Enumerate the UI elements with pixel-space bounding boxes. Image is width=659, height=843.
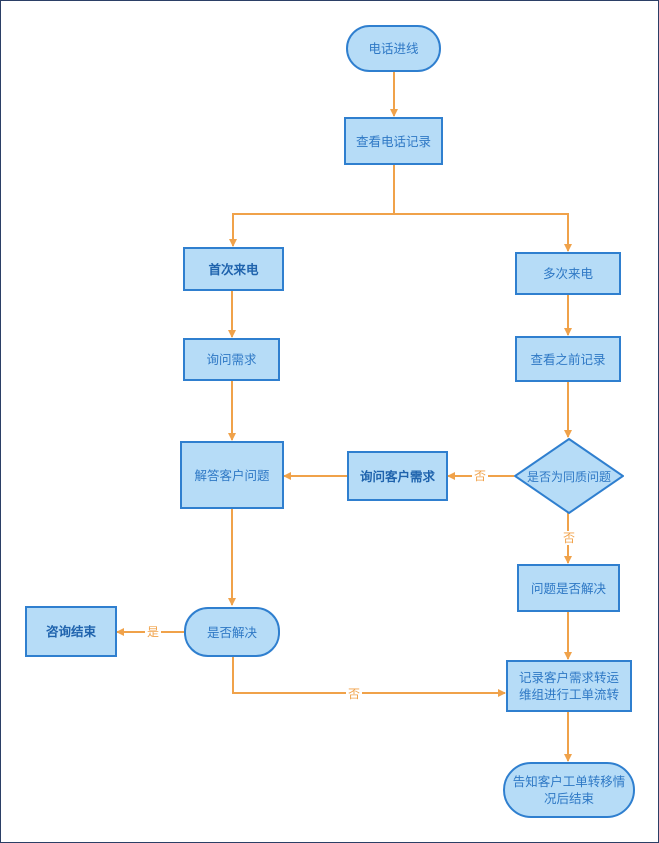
node-consult-end: 咨询结束 <box>25 606 117 657</box>
edge-label-resolved-no: 否 <box>346 687 363 701</box>
node-ask-customer-needs: 询问客户需求 <box>347 451 448 501</box>
node-issue-resolved: 问题是否解决 <box>517 564 620 612</box>
node-issue-resolved-label: 问题是否解决 <box>530 580 606 596</box>
node-first-call-label: 首次来电 <box>208 261 259 277</box>
node-consult-end-label: 咨询结束 <box>45 624 96 639</box>
node-answer-question-label: 解答客户问题 <box>194 467 270 483</box>
node-notify-end: 告知客户工单转移情 况后结束 <box>503 762 635 818</box>
edge-check-to-first <box>229 165 395 247</box>
node-notify-end-line2: 况后结束 <box>543 791 594 806</box>
node-check-records-label: 查看电话记录 <box>355 133 431 149</box>
node-repeat-call-label: 多次来电 <box>542 266 593 281</box>
node-first-call: 首次来电 <box>183 247 284 291</box>
node-check-previous-label: 查看之前记录 <box>530 351 606 367</box>
node-ask-customer-needs-label: 询问客户需求 <box>359 468 435 484</box>
node-resolved-label: 是否解决 <box>206 624 257 640</box>
node-ask-needs: 询问需求 <box>183 338 280 381</box>
node-check-records: 查看电话记录 <box>344 117 443 165</box>
edge-label-same-to-resolved: 否 <box>561 531 578 545</box>
node-notify-end-line1: 告知客户工单转移情 <box>512 774 626 789</box>
edge-label-same-to-ask: 否 <box>472 469 489 483</box>
node-repeat-call: 多次来电 <box>515 252 621 295</box>
node-ask-needs-label: 询问需求 <box>206 352 257 367</box>
node-same-issue: 是否为同质问题 <box>513 437 625 515</box>
node-start: 电话进线 <box>346 25 441 72</box>
node-record-transfer-line1: 记录客户需求转运 <box>518 670 619 685</box>
node-record-transfer-line2: 维组进行工单流转 <box>518 687 619 702</box>
node-resolved: 是否解决 <box>184 607 280 657</box>
node-answer-question: 解答客户问题 <box>180 441 284 509</box>
edge-check-to-repeat <box>394 213 572 252</box>
node-check-previous: 查看之前记录 <box>515 336 621 382</box>
node-record-transfer: 记录客户需求转运 维组进行工单流转 <box>506 660 632 712</box>
edge-resolved-no <box>232 657 506 697</box>
node-same-issue-shape <box>513 437 625 515</box>
node-start-label: 电话进线 <box>368 41 419 56</box>
node-same-issue-label: 是否为同质问题 <box>526 469 611 484</box>
edge-label-resolved-yes: 是 <box>145 625 162 639</box>
